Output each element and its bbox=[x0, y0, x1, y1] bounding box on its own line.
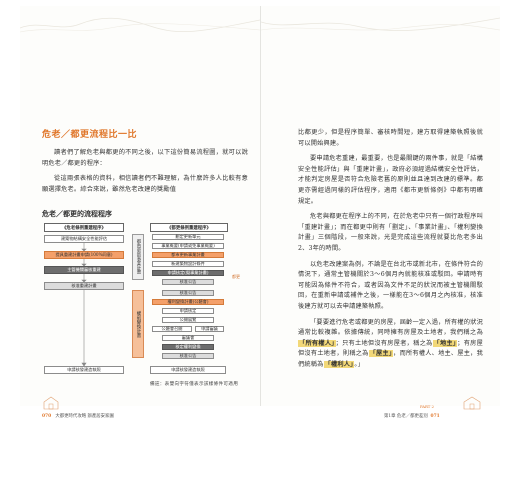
part-label: PART 2 bbox=[420, 404, 434, 409]
highlight-landlord: 「地主」 bbox=[432, 339, 458, 347]
weilao-step-review: 主管機關審核重建 bbox=[44, 266, 124, 274]
dugeng-step: 核准公告 bbox=[162, 353, 214, 359]
paragraph: 以危老改建案為例，不論是在台北市或新北市，在條件符合的情況下，通常主管機關於3～… bbox=[298, 260, 483, 310]
dugeng-step: 核准公告 bbox=[162, 290, 214, 296]
weilao-step-plan: 提具重建計畫申請(100%同意) bbox=[44, 251, 124, 259]
weilao-step-permit: 申請核發建造執照 bbox=[44, 366, 124, 374]
paragraph: 比都更少，但是程序簡單、審核時間短，建方取得建築執照後就可以開始興建。 bbox=[298, 129, 483, 147]
dugeng-step: 新建築物設計條件 bbox=[152, 261, 224, 267]
dugeng-step: 申請核定 bbox=[162, 308, 214, 314]
weilao-step-approve: 核准重建計畫 bbox=[44, 282, 124, 290]
page-number: 071 bbox=[430, 414, 440, 419]
dugeng-step: 公聽會召開 bbox=[152, 326, 192, 332]
flowchart-title: 危老／都更的流程程序 bbox=[42, 209, 112, 218]
left-body-text: 讀者們了解危老與都更的不同之後，以下這份簡易流程圖，就可以說明危老／都更的程序：… bbox=[42, 148, 248, 200]
paragraph: 從這兩張表格的資料，相信讀者們不難理解，為什麼許多人比較有意願選擇危老。綜合來說… bbox=[42, 175, 248, 193]
dugeng-step: 核定權利變換 bbox=[162, 344, 214, 350]
section-title: 危老／都更流程比一比 bbox=[42, 130, 138, 140]
dugeng-step: 申請審議 bbox=[195, 326, 224, 332]
paragraph-owners: 「要要進行危老或都更的房屋，屆齡一定入過，所有權的狀況通常比較複雜。依據傳統，同… bbox=[298, 318, 483, 371]
highlight-owner: 「所有權人」 bbox=[298, 339, 336, 347]
weilao-step-assessment: 建築物結構安全性能評估 bbox=[44, 235, 124, 243]
dugeng-step: 核准公告 bbox=[162, 279, 214, 285]
dugeng-step: 劃定更新單元 bbox=[152, 234, 224, 240]
book-title: 大都更時代攻略 辦產居安家園 bbox=[55, 414, 114, 419]
text: 「要要進行危老或都更的房屋，屆齡一定入過，所有權的狀況通常比較複雜。依據傳統，同… bbox=[298, 318, 483, 337]
dugeng-step: 事業概要(申請或免事業概要) bbox=[152, 243, 224, 249]
page-gutter bbox=[260, 6, 261, 406]
highlight-house-owner: 「屋主」 bbox=[368, 350, 394, 358]
right-body-text: 比都更少，但是程序簡單、審核時間短，建方取得建築執照後就可以開始興建。 要申請危… bbox=[298, 128, 483, 375]
paragraph: 讀者們了解危老與都更的不同之後，以下這份簡易流程圖，就可以說明危老／都更的程序： bbox=[42, 149, 248, 167]
house-outline-icon bbox=[463, 396, 481, 410]
dugeng-header: 《都更條例重建程序》 bbox=[150, 223, 228, 232]
paragraph: 要申請危老重建，最重要，也是最關鍵的兩件事，就是「結構安全性能評估」與「重建計畫… bbox=[298, 155, 483, 205]
text: ，而所有權人、地主、屋主，我們統稱為 bbox=[298, 350, 483, 368]
highlight-rights-holder: 「權利人」 bbox=[323, 360, 355, 368]
right-footer: 第1章 危老／都更差別 071 bbox=[384, 413, 440, 419]
house-outline-icon bbox=[43, 396, 59, 410]
dugeng-step: 權利變換計畫(公聽會) bbox=[152, 299, 224, 305]
weilao-arrows bbox=[81, 243, 87, 366]
weilao-header: 《危老條例重建程序》 bbox=[44, 223, 124, 232]
side-note: 都更 bbox=[232, 274, 240, 279]
text: ；只有土地但沒有房屋者，稱之為 bbox=[335, 339, 433, 347]
dugeng-step: 申請核定(擬事業計畫) bbox=[152, 270, 224, 276]
dugeng-step: 都市更新事業計畫 bbox=[152, 252, 224, 258]
dugeng-step-permit: 申請核發建造執照 bbox=[150, 366, 226, 374]
vbar-urban-renewal: 都市更新事業計畫 bbox=[132, 234, 144, 280]
page-number: 070 bbox=[42, 414, 52, 419]
text: ；有房屋但沒有土地者，則稱之為 bbox=[298, 339, 483, 358]
dugeng-step: 公開展覽 bbox=[162, 317, 214, 323]
dugeng-step: 審議會 bbox=[162, 335, 214, 341]
header-decoration-right bbox=[261, 17, 500, 32]
text: 。」 bbox=[354, 360, 365, 368]
vbar-rights-transfer: 權利變換計畫 bbox=[132, 290, 144, 358]
flowchart-caption: 備註：表雙向字符僅表示該樣條件可適用 bbox=[150, 382, 239, 387]
chapter-title: 第1章 危老／都更差別 bbox=[384, 414, 428, 419]
header-decoration-left bbox=[20, 17, 260, 33]
left-footer: 070 大都更時代攻略 辦產居安家園 bbox=[42, 413, 114, 419]
paragraph: 危老與都更在程序上的不同，在於危老中只有一個行政程序叫「重建計畫」；而在都更中則… bbox=[298, 213, 483, 252]
